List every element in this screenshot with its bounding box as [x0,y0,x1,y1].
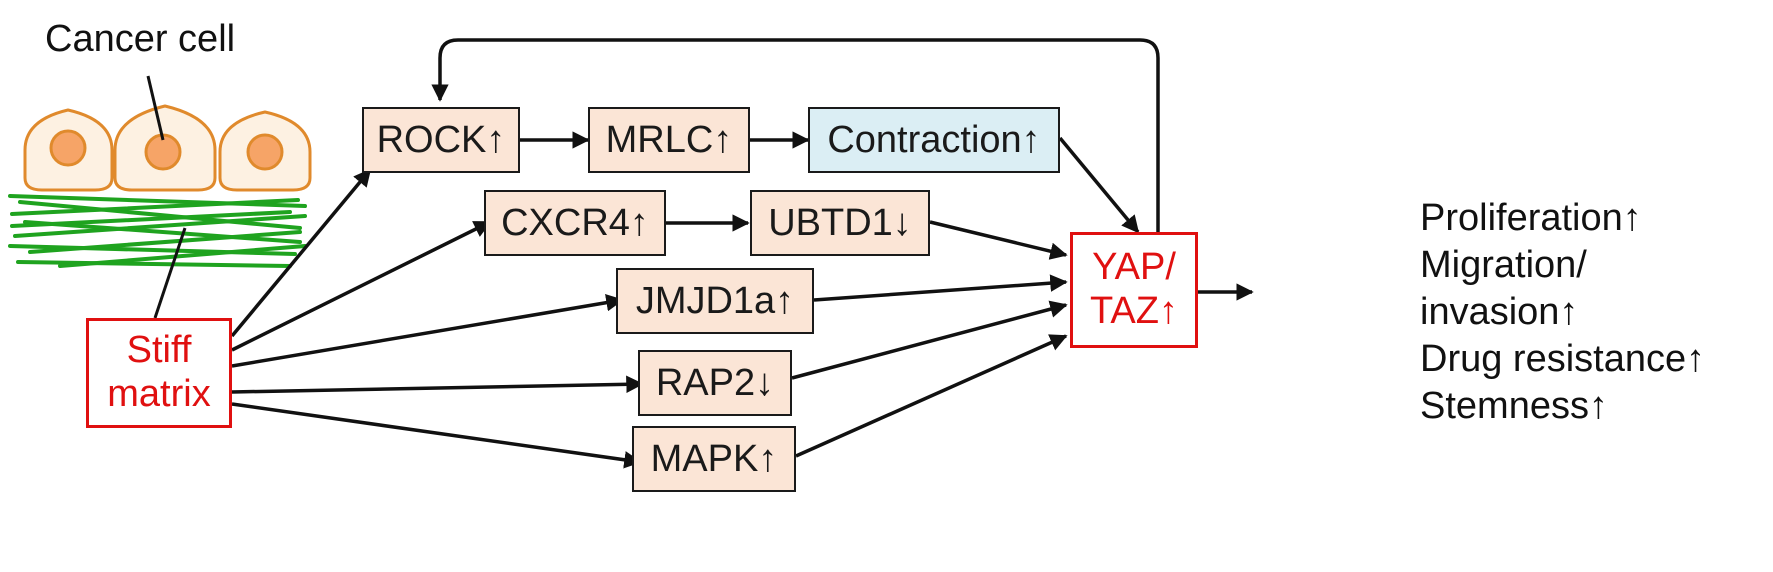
ubtd1-label: UBTD1↓ [768,201,912,244]
mrlc-node: MRLC↑ [588,107,750,173]
contraction-label: Contraction↑ [827,118,1041,161]
arrow-rap2-to-yap [791,300,1068,380]
stiff-matrix-node: Stiff matrix [86,318,232,428]
jmjd1a-label: JMJD1a↑ [635,279,795,322]
matrix-fibers [8,194,307,268]
yap-taz-node: YAP/ TAZ↑ [1070,232,1198,348]
arrow-stiff-to-mapk [231,402,642,469]
outcome-invasion: invasion↑ [1420,291,1579,333]
cancer-cell-label: Cancer cell [45,18,236,60]
arrow-stiff-to-rock [230,168,372,338]
arrow-mapk-to-yap [795,334,1068,458]
mrlc-label: MRLC↑ [605,118,733,161]
contraction-node: Contraction↑ [808,107,1060,173]
matrix-pointer [153,227,187,319]
rock-node: ROCK↑ [362,107,520,173]
outcomes-list: Proliferation↑ Migration/ invasion↑ Drug… [1420,195,1705,430]
stiff-matrix-line1: Stiff [126,329,192,372]
outcome-proliferation: Proliferation↑ [1420,197,1642,239]
arrow-yap-feedback-to-rock [431,38,1160,232]
arrow-stiff-to-rap2 [231,375,644,394]
mapk-label: MAPK↑ [650,437,778,480]
outcome-migration: Migration/ [1420,244,1587,286]
cancer-cell-2 [113,104,217,192]
rap2-label: RAP2↓ [655,361,775,404]
yap-taz-line1: YAP/ [1092,246,1176,289]
cancer-cell-3 [218,110,312,192]
arrow-ubtd1-to-yap [929,220,1068,260]
cancer-cell-1 [23,108,114,192]
arrow-stiff-to-jmjd1a [231,294,624,368]
rock-label: ROCK↑ [376,118,506,161]
cancer-cells-illustration [23,104,312,192]
jmjd1a-node: JMJD1a↑ [616,268,814,334]
outcome-stemness: Stemness↑ [1420,385,1608,427]
mapk-node: MAPK↑ [632,426,796,492]
outcome-drug-resistance: Drug resistance↑ [1420,338,1706,380]
cxcr4-node: CXCR4↑ [484,190,666,256]
rap2-node: RAP2↓ [638,350,792,416]
stiff-matrix-line2: matrix [107,373,211,415]
arrow-contraction-to-yap [1058,136,1140,234]
cancer-cell-pointer [146,75,165,141]
cxcr4-label: CXCR4↑ [501,201,649,244]
arrow-jmjd1a-to-yap [813,274,1068,302]
arrow-stiff-to-cxcr4 [231,220,492,352]
ubtd1-node: UBTD1↓ [750,190,930,256]
yap-taz-line2: TAZ↑ [1090,290,1178,332]
